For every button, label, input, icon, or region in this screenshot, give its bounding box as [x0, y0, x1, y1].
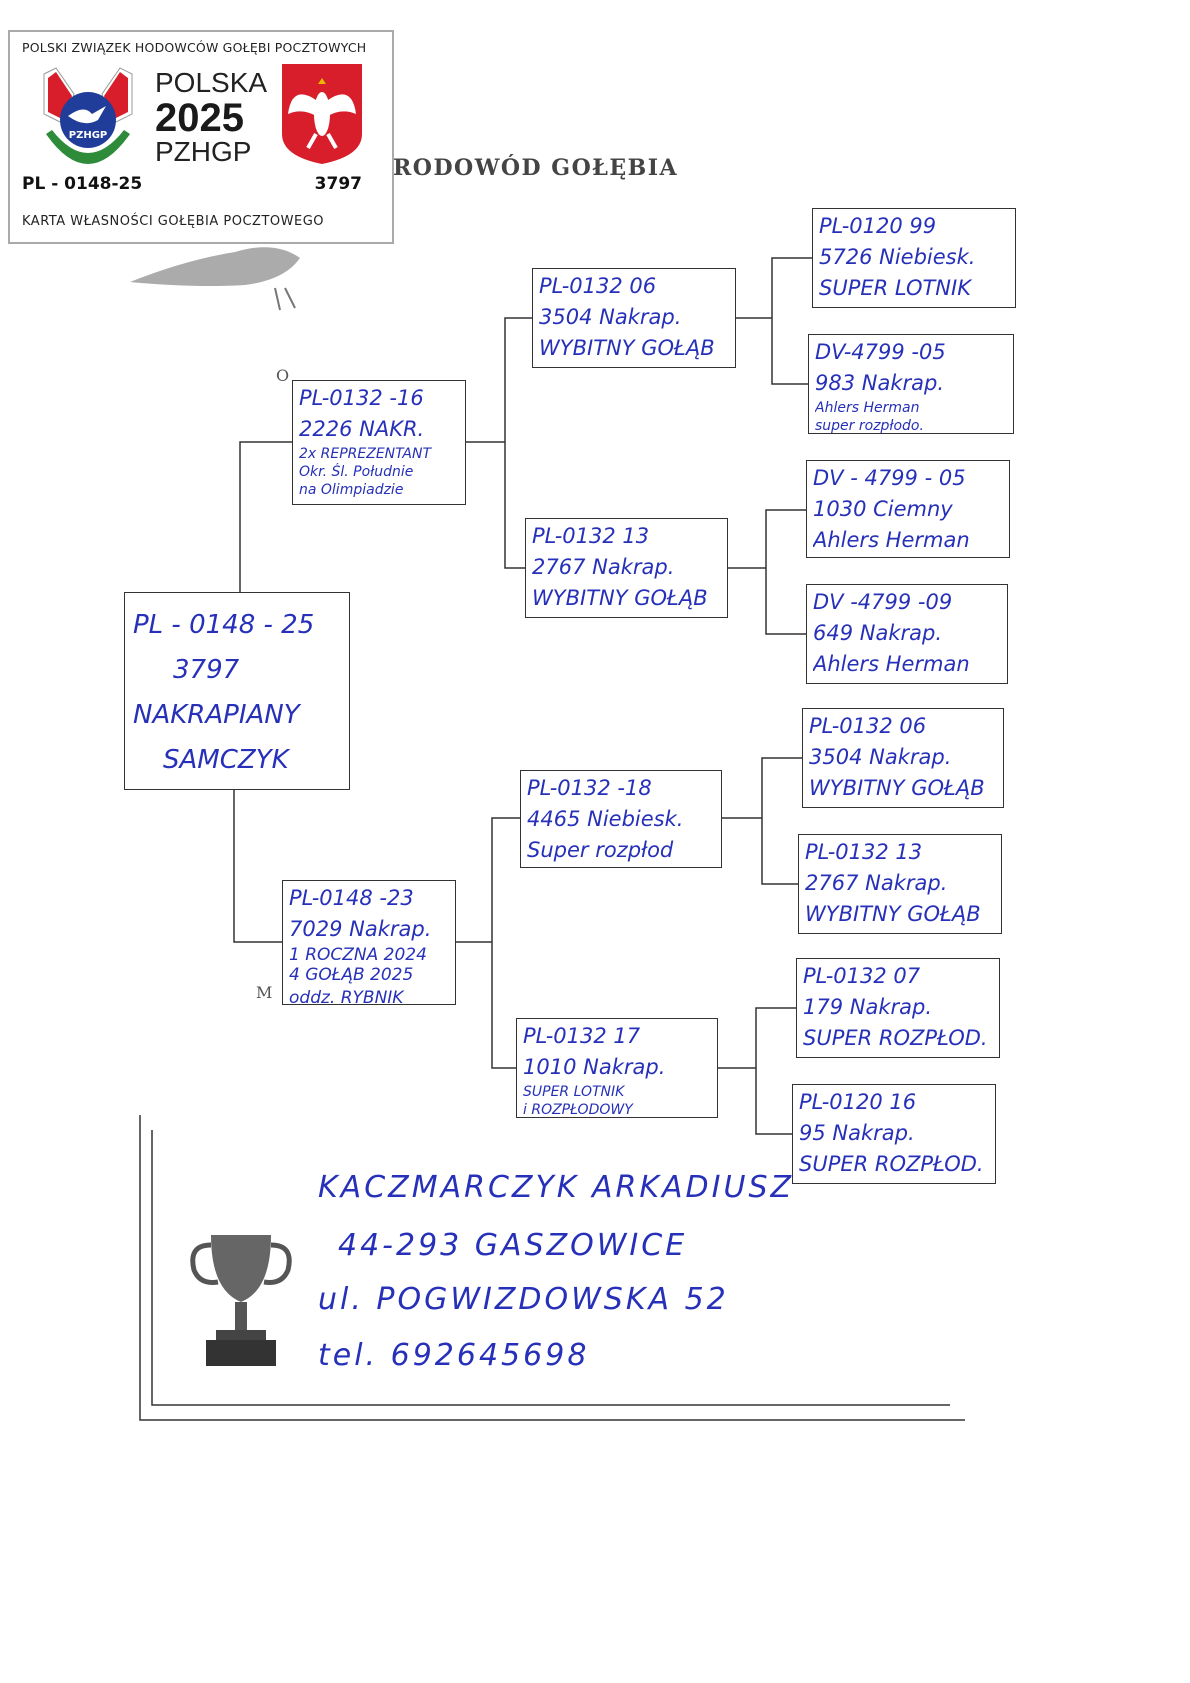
breeder-postal: 44-293 GASZOWICE [338, 1228, 688, 1263]
country-text: POLSKA [155, 67, 268, 98]
father-label: O [276, 366, 290, 385]
polish-eagle-emblem [282, 64, 362, 164]
ownership-card: POLSKI ZWIĄZEK HODOWCÓW GOŁĘBI POCZTOWYC… [8, 30, 394, 244]
breeder-phone: tel. 692645698 [318, 1338, 590, 1373]
svg-text:PZHGP: PZHGP [69, 130, 108, 141]
breeder-street: ul. POGWIZDOWSKA 52 [318, 1282, 729, 1317]
trophy-icon [190, 1235, 292, 1366]
ring-number: PL - 0148-25 [22, 174, 143, 194]
year-text: 2025 [155, 96, 244, 140]
organization-name: POLSKI ZWIĄZEK HODOWCÓW GOŁĘBI POCZTOWYC… [22, 40, 367, 55]
pigeon-sketch [130, 247, 300, 311]
card-footer: KARTA WŁASNOŚCI GOŁĘBIA POCZTOWEGO [22, 214, 324, 229]
association-text: PZHGP [155, 136, 252, 167]
pzhgp-logo: PZHGP [43, 67, 133, 164]
mother-label: M [256, 983, 273, 1002]
document-title: RODOWÓD GOŁĘBIA [393, 155, 679, 181]
breeder-name: KACZMARCZYK ARKADIUSZ [318, 1170, 795, 1205]
bird-number: 3797 [314, 174, 362, 194]
